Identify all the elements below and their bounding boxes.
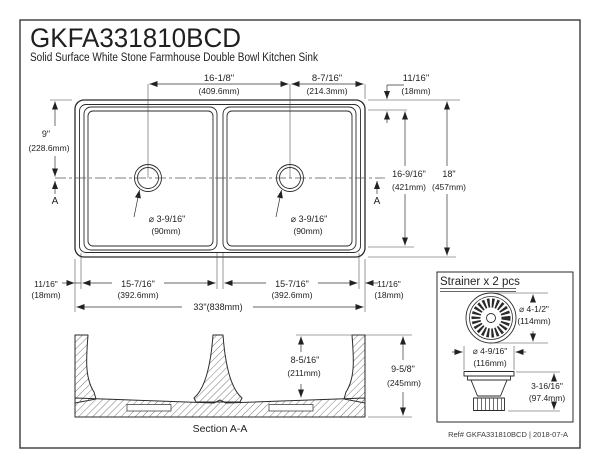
drain-left-mm: (90mm)	[151, 226, 180, 236]
drain-callouts: ⌀ 3-9/16" (90mm) ⌀ 3-9/16" (90mm)	[133, 189, 328, 236]
dim-inner-depth-mm: (421mm)	[392, 182, 426, 192]
dim-front-to-drain-in: 9"	[42, 129, 50, 139]
strainer-top-dia: ⌀ 4-1/2"	[519, 304, 549, 314]
drain-right-dia: ⌀ 3-9/16"	[291, 214, 328, 224]
strainer-height-in: 3-16/16"	[531, 381, 563, 391]
strainer-title: Strainer x 2 pcs	[440, 276, 520, 288]
dim-overall-width: 33"(838mm)	[193, 302, 242, 312]
strainer-teeth	[471, 298, 511, 338]
section-dims: 8-5/16" (211mm) 9-5/8" (245mm)	[287, 334, 421, 418]
dim-drain-to-edge-in: 8-7/16"	[312, 73, 342, 84]
dim-overall-height-in: 9-5/8"	[391, 364, 415, 374]
product-description: Solid Surface White Stone Farmhouse Doub…	[30, 52, 318, 64]
section-drain-right	[268, 404, 314, 412]
bowl-right	[222, 106, 357, 251]
strainer-box	[436, 271, 574, 423]
drain-right-mm: (90mm)	[293, 226, 322, 236]
plan-view: 16-1/8" (409.6mm) 8-7/16" (214.3mm) 11/1…	[28, 73, 466, 312]
dim-rim-left-mm: (18mm)	[31, 290, 60, 300]
dim-bowl-right-mm: (392.6mm)	[271, 290, 312, 300]
reference-number: Ref# GKFA331810BCD | 2018-07-A	[448, 430, 568, 439]
dim-bowl-left-in: 15-7/16"	[121, 279, 155, 289]
strainer-side-view: ⌀ 4-9/16" (116mm) 3-16/16" (97.4mm)	[452, 346, 566, 412]
dim-right: 16-9/16" (421mm) 18" (457mm)	[368, 101, 466, 258]
section-label: Section A-A	[193, 423, 248, 435]
dim-bowl-depth-mm: (211mm)	[287, 368, 321, 378]
section-right-wall	[343, 334, 366, 404]
strainer-panel: Strainer x 2 pcs ⌀ 4-1/2" (114mm)	[436, 271, 574, 423]
dim-bowl-right-in: 15-7/16"	[275, 279, 309, 289]
dim-rim-top-right-mm: (18mm)	[401, 86, 430, 96]
bowl-left	[83, 106, 218, 251]
strainer-nut	[473, 397, 505, 411]
dim-overall-depth-in: 18"	[442, 169, 455, 179]
dim-left: 9" (228.6mm)	[28, 99, 72, 177]
section-view: 8-5/16" (211mm) 9-5/8" (245mm) Section A…	[74, 334, 421, 435]
dim-top: 16-1/8" (409.6mm) 8-7/16" (214.3mm) 11/1…	[149, 73, 460, 123]
dim-overall-depth-mm: (457mm)	[432, 182, 466, 192]
centerlines	[55, 84, 385, 179]
section-divider	[193, 334, 243, 403]
section-drain-left	[126, 404, 172, 412]
strainer-top-dia-mm: (114mm)	[517, 316, 551, 326]
section-markers: A A	[52, 181, 381, 207]
section-marker-right: A	[374, 196, 381, 207]
dim-between-drains-mm: (409.6mm)	[198, 86, 239, 96]
dim-bottom: 11/16" (18mm) 15-7/16" (392.6mm) 15-7/16…	[31, 253, 404, 312]
dim-between-drains-in: 16-1/8"	[204, 73, 234, 84]
section-marker-left: A	[52, 196, 59, 207]
title-block: GKFA331810BCD Solid Surface White Stone …	[30, 23, 318, 64]
section-left-wall	[74, 334, 97, 404]
dim-bowl-left-mm: (392.6mm)	[117, 290, 158, 300]
dim-bowl-depth-in: 8-5/16"	[291, 355, 320, 365]
strainer-flange-dia: ⌀ 4-9/16"	[473, 346, 508, 356]
dim-inner-depth-in: 16-9/16"	[392, 169, 426, 179]
drawing-border	[19, 19, 581, 449]
dim-rim-right-mm: (18mm)	[374, 290, 403, 300]
dim-front-to-drain-mm: (228.6mm)	[28, 143, 69, 153]
dim-rim-right-in: 11/16"	[377, 279, 401, 289]
dim-overall-height-mm: (245mm)	[387, 378, 421, 388]
model-number: GKFA331810BCD	[30, 23, 241, 53]
strainer-height-mm: (97.4mm)	[529, 393, 566, 403]
dim-rim-top-right-in: 11/16"	[403, 73, 429, 84]
strainer-flange-dia-mm: (116mm)	[473, 358, 507, 368]
dim-drain-to-edge-mm: (214.3mm)	[306, 86, 347, 96]
dim-rim-left-in: 11/16"	[34, 279, 58, 289]
drain-left-dia: ⌀ 3-9/16"	[149, 214, 186, 224]
strainer-top-view: ⌀ 4-1/2" (114mm)	[465, 292, 551, 344]
